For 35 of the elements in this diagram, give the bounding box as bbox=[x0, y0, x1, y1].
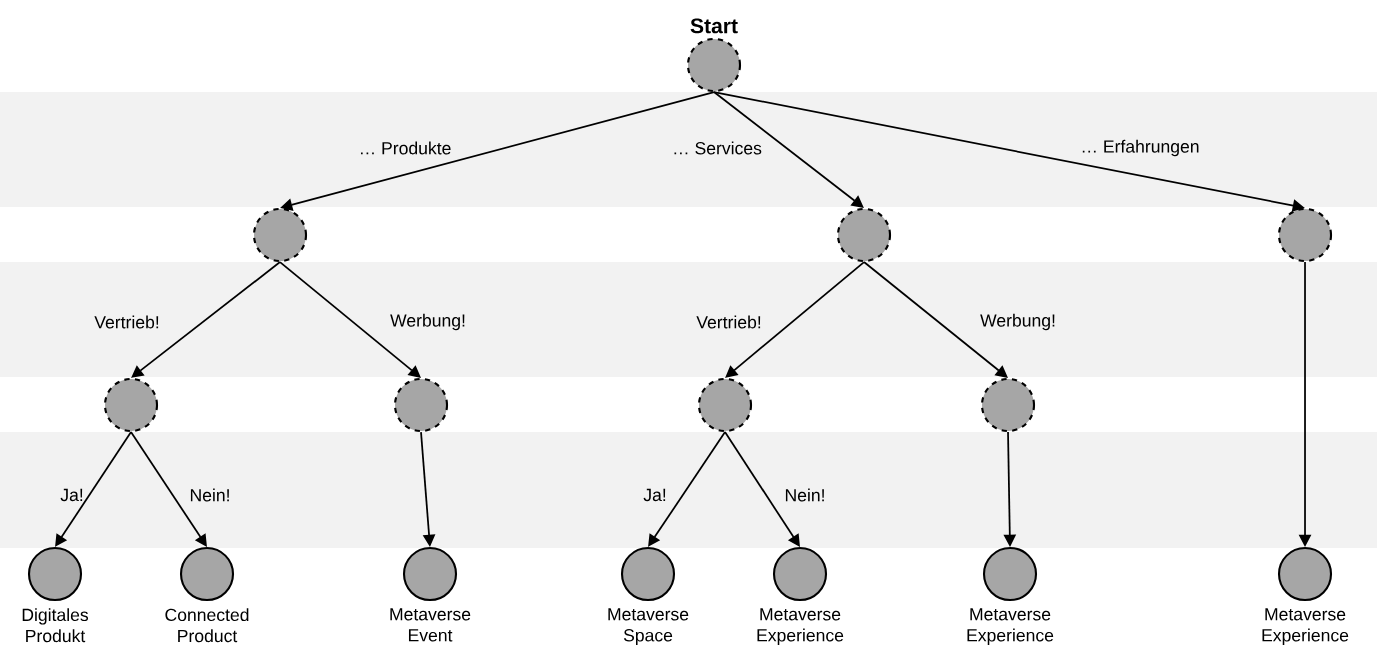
node-label: Metaverse Experience bbox=[967, 608, 1054, 645]
arrow bbox=[131, 261, 281, 378]
circle-node bbox=[836, 207, 892, 263]
edge-label: Nein! bbox=[785, 488, 824, 502]
node-label: Metaverse Experience bbox=[757, 608, 844, 645]
edge-label: Vertrieb! bbox=[94, 315, 159, 329]
edge-label: … Erfahrungen bbox=[1082, 139, 1199, 157]
circle-node bbox=[697, 377, 753, 433]
edge-label: … Produkte bbox=[361, 141, 451, 155]
edge-label: Nein! bbox=[190, 488, 229, 502]
node-label: Digitales Produkt bbox=[22, 608, 89, 643]
edge-label: … Services bbox=[674, 141, 762, 155]
arrow bbox=[55, 431, 132, 547]
node-label: Metaverse Event bbox=[390, 608, 471, 642]
circle-node bbox=[393, 377, 449, 433]
arrow bbox=[863, 261, 1008, 378]
arrow bbox=[725, 261, 865, 378]
node-label: Metaverse Space bbox=[608, 608, 689, 645]
edge-label: Ja! bbox=[60, 488, 83, 502]
circle-node bbox=[980, 377, 1036, 433]
arrow bbox=[130, 431, 207, 547]
arrow bbox=[724, 431, 800, 547]
edge-label: Vertrieb! bbox=[696, 315, 761, 329]
edge-label: Ja! bbox=[643, 488, 666, 502]
circle-node bbox=[252, 207, 308, 263]
arrow bbox=[279, 261, 421, 378]
node-label: Start bbox=[690, 18, 738, 34]
arrow bbox=[713, 91, 864, 208]
circle-node bbox=[103, 377, 159, 433]
node-label: Metaverse Experience bbox=[1262, 608, 1349, 645]
edge-label: Werbung! bbox=[980, 313, 1055, 331]
node-label: Connected Product bbox=[165, 608, 249, 643]
circle-node bbox=[1277, 207, 1333, 263]
edge-label: Werbung! bbox=[390, 313, 465, 331]
arrow bbox=[648, 431, 726, 547]
